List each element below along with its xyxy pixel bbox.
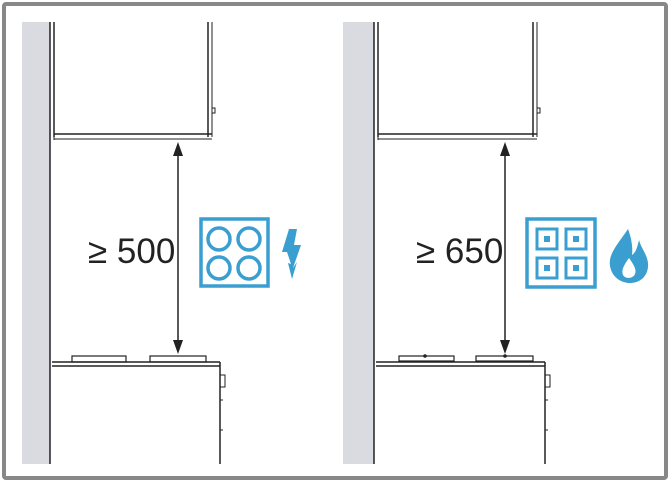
wall-left [22, 22, 50, 464]
panel-electric: ≥ 500 [22, 22, 301, 464]
lightning-bolt-icon [282, 229, 301, 279]
gas-flame-icon [609, 229, 649, 283]
wall-right [343, 22, 374, 464]
electric-hob-icon [199, 217, 270, 288]
clearance-arrow-right [500, 142, 510, 354]
upper-cabinet-left [53, 22, 216, 140]
stove-right [376, 354, 551, 464]
clearance-arrow-left [173, 142, 183, 354]
clearance-label-right: ≥ 650 [416, 232, 503, 271]
upper-cabinet-right [377, 22, 541, 140]
clearance-label-left: ≥ 500 [88, 232, 175, 271]
stove-left [52, 355, 226, 464]
panel-gas: ≥ 650 [343, 22, 649, 464]
gas-hob-icon [525, 217, 597, 289]
